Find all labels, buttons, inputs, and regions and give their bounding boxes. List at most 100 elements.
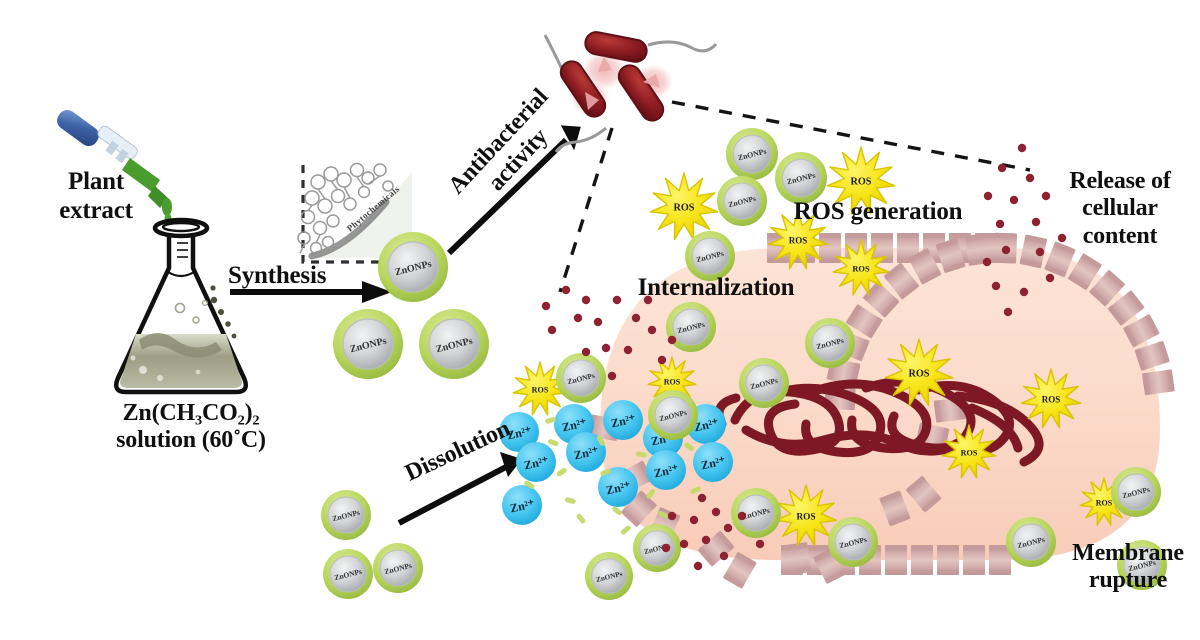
cellular-content-particle <box>547 325 557 335</box>
cellular-content-particle <box>1017 143 1027 153</box>
dissolution-fragment <box>612 506 622 516</box>
cellular-content-particle <box>982 257 992 267</box>
dissolution-fragment <box>564 497 576 504</box>
bacterium <box>584 31 648 72</box>
nanoparticle: ZnONPs <box>685 231 735 281</box>
dissolution-fragment <box>576 513 586 524</box>
nanoparticle: ZnONPs <box>726 128 778 180</box>
cellular-content-particle <box>581 347 591 357</box>
zinc-ion: Zn²⁺ <box>516 442 556 482</box>
cellular-content-particle <box>997 163 1007 173</box>
nanoparticle-cluster-synthesized: ZnONPs ZnONPs ZnONPs <box>333 232 489 379</box>
cellular-content-particle <box>661 543 671 553</box>
nanoparticle: ZnONPs <box>633 524 681 572</box>
membrane-segment <box>963 545 985 575</box>
svg-text:Zn²⁺: Zn²⁺ <box>605 479 632 498</box>
dissolution-fragment <box>545 417 557 424</box>
zinc-ion: Zn²⁺ <box>603 400 643 440</box>
zinc-ion: Zn²⁺ <box>693 442 733 482</box>
membrane-segment <box>1067 253 1103 291</box>
dissolution-fragment <box>524 480 535 489</box>
label-ros-generation: ROS generation <box>793 198 963 225</box>
membrane-segment <box>1134 340 1170 371</box>
bacterium <box>617 64 665 122</box>
ros-burst: ROS <box>774 484 838 547</box>
cellular-content-particle <box>623 345 633 355</box>
zinc-ion: Zn²⁺ <box>502 485 542 525</box>
svg-text:ROS: ROS <box>674 203 695 214</box>
magnification-guides <box>558 100 1031 293</box>
dissolution-fragment <box>600 468 611 476</box>
released-cellular-content <box>541 143 1067 571</box>
cellular-content-particle <box>607 371 617 381</box>
cellular-content-particle <box>1003 307 1013 317</box>
svg-text:Zn²⁺: Zn²⁺ <box>653 462 680 481</box>
nanoparticle: ZnONPs <box>648 390 698 440</box>
membrane-segment <box>819 233 841 263</box>
antibacterial-activity-arrow <box>446 125 581 256</box>
cellular-content-particle <box>667 335 677 345</box>
svg-text:Zn²⁺: Zn²⁺ <box>700 454 727 473</box>
svg-text:ROS: ROS <box>852 265 870 274</box>
nanoparticle: ZnONPs <box>775 152 827 204</box>
svg-text:Zn²⁺: Zn²⁺ <box>509 497 536 516</box>
cellular-content-particle <box>711 507 721 517</box>
cellular-content-particle <box>601 343 611 353</box>
svg-text:Zn²⁺: Zn²⁺ <box>561 416 588 435</box>
label-membrane-rupture: Membrane rupture <box>1072 540 1184 594</box>
ros-burst: ROS <box>884 338 954 407</box>
membrane-segment <box>905 475 942 513</box>
zinc-ion: Zn²⁺ <box>499 412 539 452</box>
cellular-content-particle <box>581 295 591 305</box>
cellular-content-particle <box>679 539 689 549</box>
svg-text:ROS: ROS <box>796 513 815 523</box>
dissolution-fragment <box>620 525 631 535</box>
membrane-segment <box>937 545 959 575</box>
cellular-content-particle <box>719 551 729 561</box>
svg-text:ROS: ROS <box>532 386 549 395</box>
cellular-content-particle <box>737 511 747 521</box>
nanoparticle: ZnONPs <box>1111 467 1161 517</box>
membrane-segment <box>1122 314 1160 348</box>
membrane-segment <box>697 530 735 567</box>
cellular-content-particle <box>723 523 733 533</box>
nanoparticle: ZnONPs <box>321 490 371 540</box>
cellular-content-particle <box>983 191 993 201</box>
dissolution-fragment <box>556 467 567 477</box>
zinc-ion: Zn²⁺ <box>646 450 686 490</box>
cellular-content-particle <box>657 355 667 365</box>
membrane-segment <box>883 262 920 300</box>
nanoparticle: ZnONPs <box>731 488 781 538</box>
dissolution-fragment <box>658 510 669 519</box>
cellular-content-particle <box>1057 233 1067 243</box>
svg-text:ROS: ROS <box>909 369 930 380</box>
membrane-segment <box>862 281 900 318</box>
svg-text:Zn²⁺: Zn²⁺ <box>573 444 600 463</box>
nanoparticle: ZnONPs <box>333 309 403 379</box>
cellular-content-particle <box>593 317 603 327</box>
cellular-content-particle <box>1009 195 1019 205</box>
membrane-segment <box>908 247 942 285</box>
cellular-content-particle <box>667 511 677 521</box>
nanoparticle: ZnONPs <box>666 302 716 352</box>
erlenmeyer-flask-icon <box>114 217 248 395</box>
membrane-segment <box>935 237 966 274</box>
svg-text:Zn²⁺: Zn²⁺ <box>523 454 550 473</box>
membrane-segment <box>620 490 658 528</box>
nanoparticle: ZnONPs <box>1117 540 1167 590</box>
svg-text:ROS: ROS <box>789 236 808 246</box>
dissolution-fragment <box>646 489 656 499</box>
dissolution-fragment <box>684 442 695 451</box>
cellular-content-particle <box>701 535 711 545</box>
membrane-segment <box>1088 269 1126 307</box>
nanoparticle: ZnONPs <box>378 232 448 302</box>
dna-nucleoid <box>714 377 1044 467</box>
membrane-segment <box>1019 234 1048 269</box>
bacteria-group <box>543 31 718 153</box>
nanoparticle: ZnONPs <box>323 549 373 599</box>
label-internalization: Internalization <box>637 274 795 301</box>
nanoparticle: ZnONPs <box>585 552 633 600</box>
nanoparticle: ZnONPs <box>717 176 767 226</box>
nanoparticle-group-mechanism: ZnONPsZnONPsZnONPsZnONPsZnONPsZnONPsZnON… <box>321 128 1167 600</box>
